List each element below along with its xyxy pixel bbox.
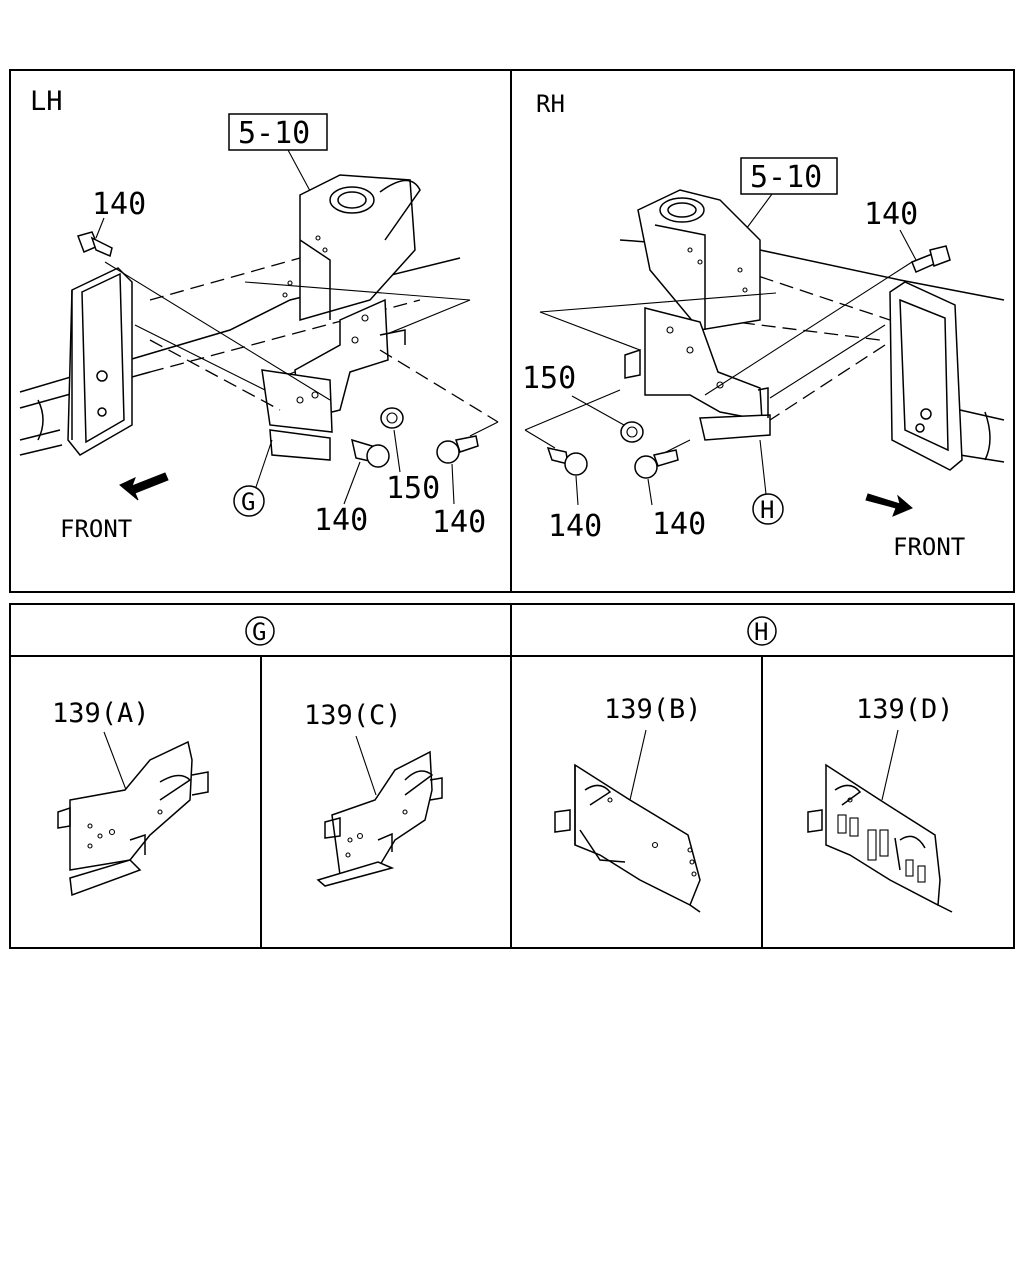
lh-bolt-line-4	[379, 349, 499, 423]
lh-leader-140-top	[95, 217, 105, 239]
rh-ref-box	[740, 157, 838, 195]
lh-callout-150: 150	[386, 471, 440, 506]
lh-callout-140-lower: 140	[314, 503, 368, 538]
rh-detail-marker	[752, 493, 784, 525]
lh-leader-150	[393, 429, 401, 473]
lh-panel: LH 5-10	[19, 86, 499, 543]
rh-callout-140-top: 140	[864, 197, 918, 232]
rh-front-arrow-icon	[865, 493, 913, 517]
lh-upright	[67, 267, 133, 456]
lh-bolt-line-5	[469, 421, 499, 437]
rh-side-label: RH	[536, 90, 565, 118]
lh-leader-g	[255, 439, 273, 488]
lh-bolt-140-lower	[350, 438, 390, 468]
lh-mount-tower	[282, 174, 421, 321]
rh-callout-140-left: 140	[548, 509, 602, 544]
rh-leader-150	[571, 395, 625, 426]
detail-139b-label: 139(B)	[604, 694, 702, 725]
rh-bolt-140-mid	[634, 449, 679, 479]
rh-leader-h	[759, 439, 767, 495]
lh-callout-140-top: 140	[92, 187, 146, 222]
lh-detail-marker	[233, 485, 265, 517]
rh-bolt-line-4	[524, 389, 621, 431]
rh-callout-140-mid: 140	[652, 507, 706, 542]
rh-bolt-line-1	[704, 261, 913, 396]
rh-bolt-140-left	[546, 446, 588, 476]
lh-bolt-140-right	[436, 435, 479, 464]
rh-triangle-leader	[539, 292, 777, 351]
rh-leader-140-top	[899, 229, 917, 261]
rh-leader-140-mid	[647, 478, 653, 506]
rh-panel: RH 5-10	[522, 90, 1005, 561]
lh-nut-150	[380, 407, 404, 429]
lh-bolt-140-top	[77, 231, 113, 258]
rh-detail-marker-label: H	[760, 496, 774, 524]
detail-header-g-label: G	[252, 618, 266, 646]
rh-bracket	[624, 307, 771, 441]
detail-139d: 139(D)	[807, 694, 954, 913]
detail-header-h-label: H	[754, 618, 768, 646]
detail-header-h: H	[747, 616, 777, 646]
lh-front-label: FRONT	[60, 515, 132, 543]
detail-139a: 139(A)	[52, 698, 209, 897]
lh-leader-140-lower	[343, 461, 361, 505]
detail-139c: 139(C)	[304, 700, 443, 887]
lh-front-arrow-icon	[119, 472, 169, 501]
lh-bracket	[261, 298, 406, 461]
lh-bolt-line-2	[134, 324, 266, 391]
lh-leader-140-right	[451, 463, 455, 505]
detail-header-g: G	[245, 616, 275, 646]
detail-139a-label: 139(A)	[52, 698, 150, 729]
rh-ref-box-label: 5-10	[750, 160, 822, 195]
rh-bolt-line-3	[769, 344, 886, 421]
lh-callout-140-right: 140	[432, 505, 486, 540]
lh-ref-box-label: 5-10	[238, 116, 310, 151]
rh-bolt-line-5	[524, 429, 556, 449]
lh-side-label: LH	[30, 86, 63, 117]
rh-nut-150	[620, 421, 644, 443]
rh-mount-tower	[637, 189, 761, 331]
rh-callout-150: 150	[522, 361, 576, 396]
detail-139b: 139(B)	[554, 694, 702, 913]
rh-upright	[889, 281, 963, 471]
detail-139d-label: 139(D)	[856, 694, 954, 725]
lh-ref-box	[228, 113, 328, 151]
rh-bolt-line-2	[769, 324, 886, 399]
rh-front-label: FRONT	[893, 533, 965, 561]
lh-detail-marker-label: G	[241, 488, 255, 516]
detail-frame	[9, 603, 1015, 949]
lh-bolt-line-1	[104, 261, 331, 401]
detail-139c-label: 139(C)	[304, 700, 402, 731]
top-frame	[9, 69, 1015, 593]
rh-leader-140-left	[575, 475, 579, 506]
rh-bolt-140-top	[911, 245, 951, 274]
lh-bolt-line-3	[149, 339, 281, 411]
